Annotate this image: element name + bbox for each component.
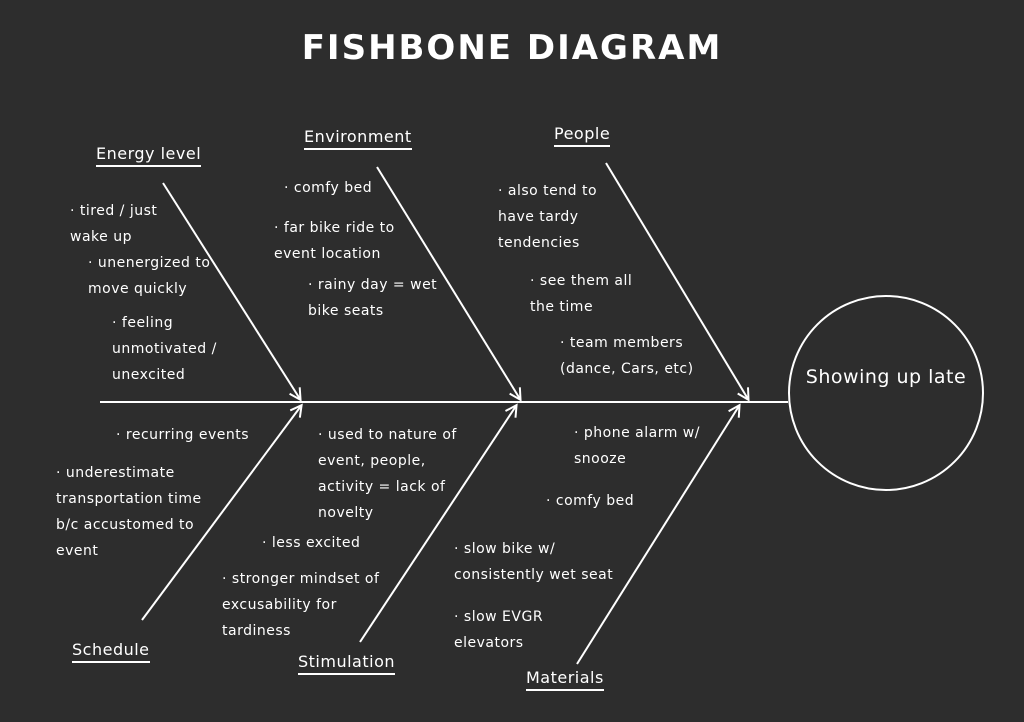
cause-schedule-2: · underestimate transportation time b/c … xyxy=(56,465,202,559)
bone-people xyxy=(605,162,748,399)
cause-schedule-1: · recurring events xyxy=(116,427,250,443)
cause-energy-level-3: · feeling unmotivated / unexcited xyxy=(112,315,217,383)
cause-stimulation-2: · less excited xyxy=(262,535,361,551)
cause-people-2: · see them all the time xyxy=(530,273,633,315)
cause-environment-2: · far bike ride to event location xyxy=(274,220,395,262)
category-environment: Environment xyxy=(304,127,412,150)
cause-materials-4: · slow EVGR elevators xyxy=(454,609,544,651)
cause-materials-2: · comfy bed xyxy=(546,493,635,509)
category-energy-level: Energy level xyxy=(96,144,202,167)
bone-stimulation xyxy=(359,406,516,643)
bone-energy-level xyxy=(162,182,300,399)
cause-people-1: · also tend to have tardy tendencies xyxy=(498,183,598,251)
cause-people-3: · team members (dance, Cars, etc) xyxy=(560,335,694,377)
cause-environment-1: · comfy bed xyxy=(284,180,373,196)
cause-energy-level-2: · unenergized to move quickly xyxy=(88,255,211,297)
effect-circle xyxy=(788,295,984,491)
cause-materials-1: · phone alarm w/ snooze xyxy=(574,425,700,467)
bone-materials xyxy=(576,406,739,665)
category-materials: Materials xyxy=(526,668,604,691)
category-stimulation: Stimulation xyxy=(298,652,395,675)
bone-schedule xyxy=(141,406,301,621)
cause-energy-level-1: · tired / just wake up xyxy=(70,203,158,245)
category-schedule: Schedule xyxy=(72,640,150,663)
cause-stimulation-3: · stronger mindset of excusability for t… xyxy=(222,571,380,639)
bone-environment xyxy=(376,166,520,399)
cause-stimulation-1: · used to nature of event, people, activ… xyxy=(318,427,457,521)
diagram-title: FISHBONE DIAGRAM xyxy=(301,28,723,68)
cause-materials-3: · slow bike w/ consistently wet seat xyxy=(454,541,614,583)
category-people: People xyxy=(554,124,611,147)
cause-environment-3: · rainy day = wet bike seats xyxy=(308,277,438,319)
effect-label: Showing up late xyxy=(805,366,967,388)
